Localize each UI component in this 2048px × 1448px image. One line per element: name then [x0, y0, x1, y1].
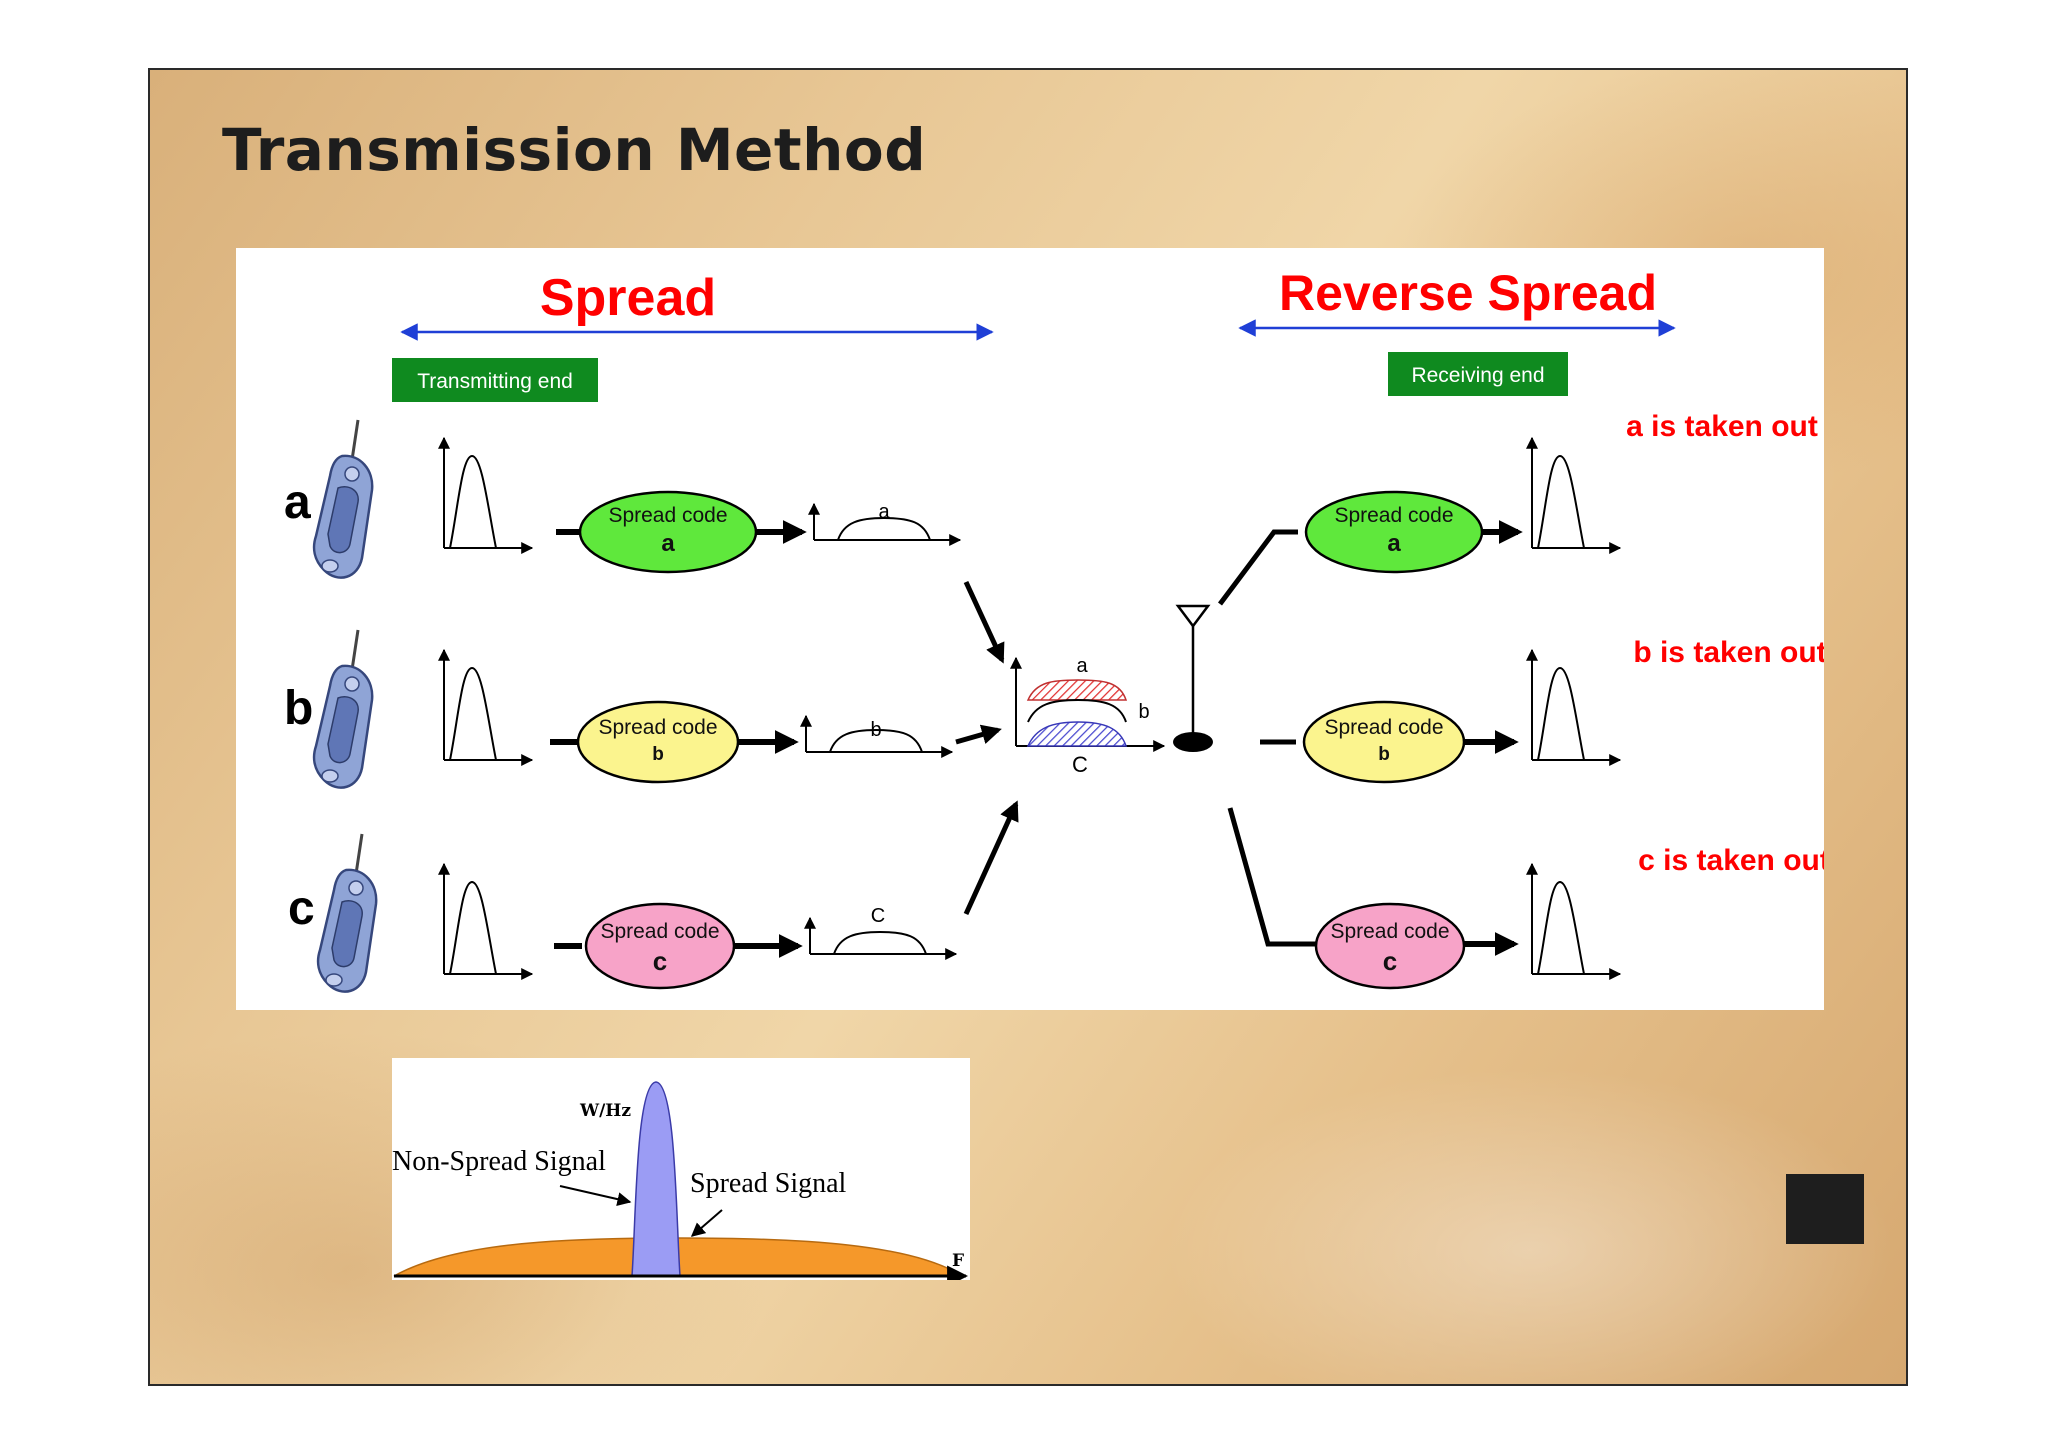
spread-code-letter: a [661, 530, 675, 557]
reverse-spread-heading: Reverse Spread [1279, 265, 1657, 321]
spread-code-letter: c [653, 946, 667, 976]
spectrum-x-label: F [952, 1251, 964, 1271]
spread-signal-label: b [870, 719, 881, 741]
despread-code-letter: c [1383, 946, 1397, 976]
antenna-icon [1173, 604, 1213, 752]
spectrum-figure: W/Hz F Non-Spread Signal Spread Signal [392, 1058, 970, 1280]
output-signal-graph [1532, 438, 1620, 548]
despread-code-title: Spread code [1324, 716, 1443, 739]
combined-label-a: a [1076, 655, 1088, 677]
receiver-a: Spread code a a is taken out [1304, 410, 1818, 574]
despread-code-letter: b [1378, 744, 1390, 765]
taken-out-label: b is taken out [1633, 636, 1824, 669]
spread-signal-label: a [878, 501, 890, 523]
row-letter: a [284, 476, 311, 529]
receiver-c: Spread code c c is taken out [1314, 844, 1824, 990]
row-c: c Spread code c C [288, 800, 1019, 994]
page-title: Transmission Method [222, 116, 927, 184]
receiver-b: Spread code b b is taken out [1302, 636, 1824, 784]
spread-code-title: Spread code [600, 920, 719, 943]
phone-icon [312, 628, 374, 790]
spread-code-b: Spread code b [576, 700, 740, 784]
taken-out-label: c is taken out [1638, 844, 1824, 877]
spectrum-y-label: W/Hz [579, 1101, 631, 1121]
non-spread-signal-label: Non-Spread Signal [392, 1146, 606, 1177]
transmitting-end-tag: Transmitting end [392, 358, 598, 402]
receiving-end-tag: Receiving end [1388, 352, 1568, 396]
corner-logo-box [1786, 1174, 1864, 1244]
spread-code-c: Spread code c [584, 902, 736, 990]
combined-label-c: C [1072, 752, 1088, 777]
output-signal-graph [1532, 864, 1620, 974]
phone-icon [316, 832, 378, 994]
spread-code-a: Spread code a [578, 490, 758, 574]
despread-code-letter: a [1387, 530, 1401, 557]
receiving-end-label: Receiving end [1411, 364, 1544, 387]
row-a: a Spread code a a [284, 418, 1005, 664]
transmitting-end-label: Transmitting end [417, 370, 573, 393]
spread-signal-label: Spread Signal [690, 1168, 847, 1199]
combined-signal-graph: a b C [1010, 655, 1166, 777]
spread-code-letter: b [652, 744, 664, 765]
output-signal-graph [1532, 650, 1620, 760]
despread-code-title: Spread code [1334, 504, 1453, 527]
row-b: b Spread code b b [284, 628, 1002, 790]
spread-signal-label: C [871, 905, 885, 927]
taken-out-label: a is taken out [1626, 410, 1818, 443]
spread-heading: Spread [540, 269, 716, 327]
combined-label-b: b [1138, 701, 1149, 723]
row-letter: b [284, 682, 313, 735]
despread-code-title: Spread code [1330, 920, 1449, 943]
non-spread-signal-peak [631, 1081, 681, 1277]
input-signal-graph [444, 650, 532, 760]
row-letter: c [288, 882, 315, 935]
input-signal-graph [444, 438, 532, 548]
input-signal-graph [444, 864, 532, 974]
cdma-diagram: Spread Reverse Spread Transmitting end R… [236, 248, 1824, 1010]
phone-icon [312, 418, 374, 580]
slide: Transmission Method [148, 68, 1908, 1386]
spread-code-title: Spread code [608, 504, 727, 527]
spread-code-title: Spread code [598, 716, 717, 739]
